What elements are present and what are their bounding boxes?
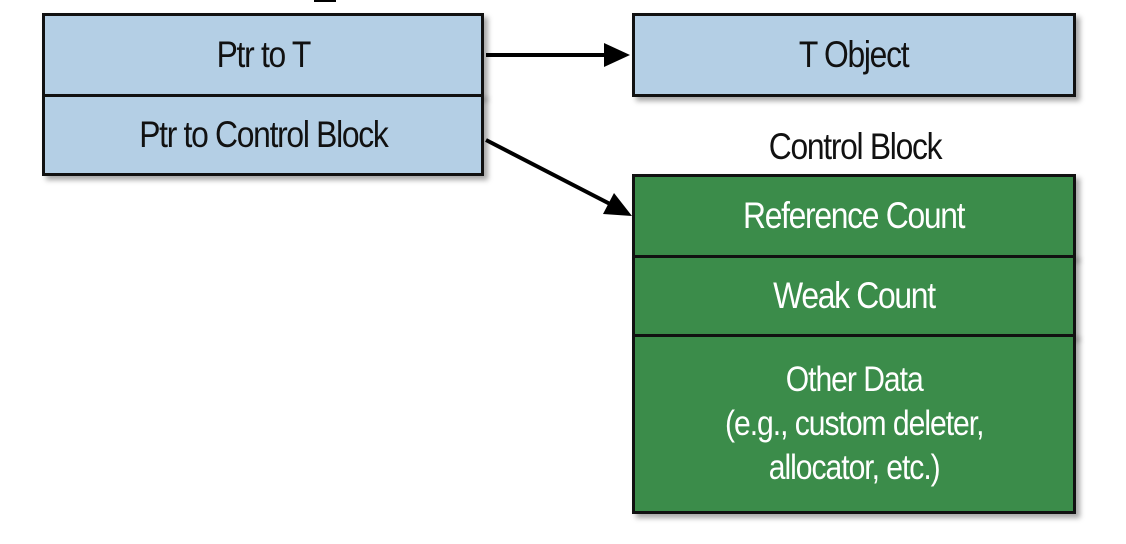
- control-block-title: Control Block: [768, 126, 943, 167]
- arrow-to-control-block: [485, 138, 632, 216]
- arrow-line-to-control-block: [485, 138, 613, 207]
- arrow-head-to-control-block: [603, 193, 632, 216]
- reference-count-box: Reference Count: [632, 174, 1076, 258]
- underscore-glyph: [314, 0, 336, 2]
- ptr-to-control-block-label: Ptr to Control Block: [138, 114, 389, 155]
- reference-count-label: Reference Count: [743, 195, 966, 236]
- other-data-box: Other Data (e.g., custom deleter, alloca…: [632, 334, 1076, 514]
- arrow-head-to-t-object: [604, 43, 630, 67]
- other-data-label: Other Data (e.g., custom deleter, alloca…: [724, 360, 984, 487]
- ptr-to-t-label: Ptr to T: [216, 34, 311, 75]
- ptr-to-t-box: Ptr to T: [42, 13, 484, 97]
- weak-count-label: Weak Count: [773, 275, 936, 316]
- arrow-to-t-object: [486, 43, 630, 67]
- t-object-label: T Object: [799, 34, 910, 75]
- t-object-box: T Object: [632, 13, 1076, 97]
- ptr-to-control-block-box: Ptr to Control Block: [42, 94, 484, 176]
- clipped-title-fragment: [312, 0, 352, 6]
- weak-count-box: Weak Count: [632, 255, 1076, 337]
